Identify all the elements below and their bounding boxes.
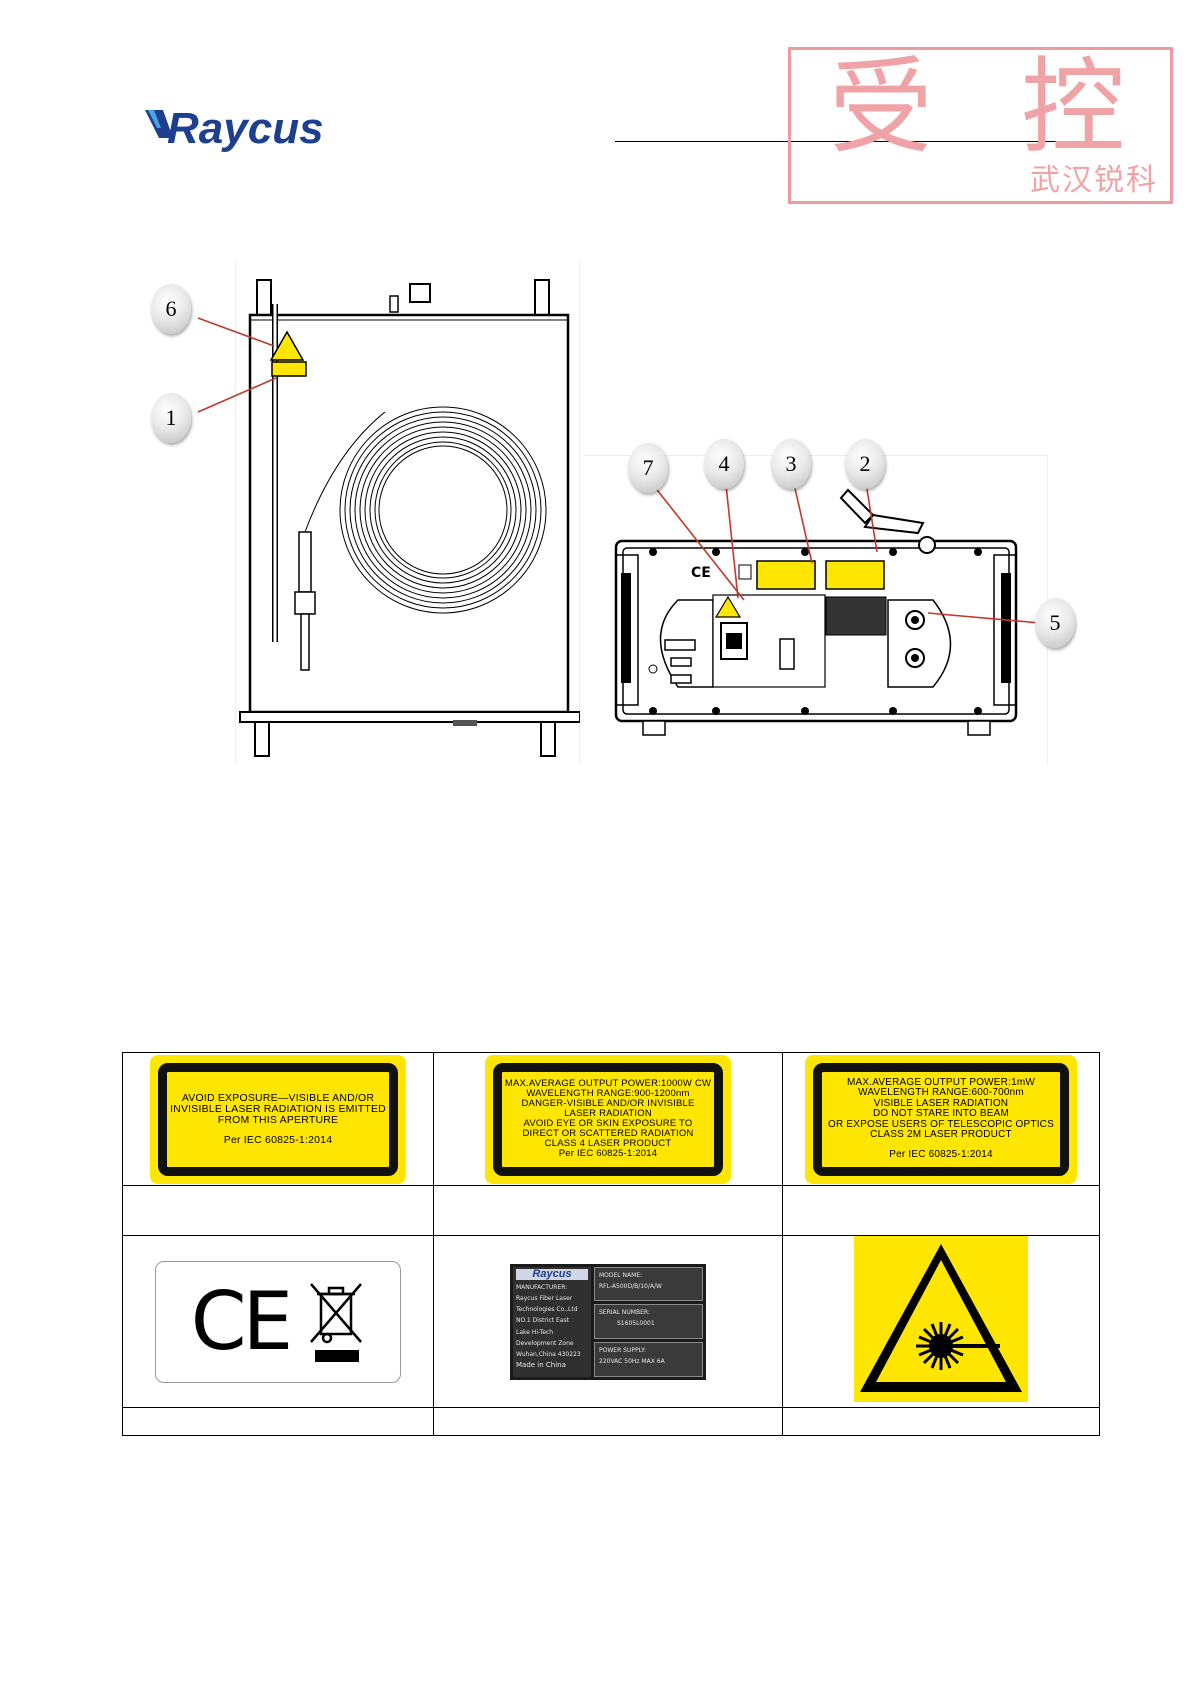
- serial-label: SERIAL NUMBER:: [599, 1309, 650, 1317]
- callout-6: 6: [151, 284, 191, 334]
- label-line: WAVELENGTH RANGE:600-700nm: [858, 1087, 1024, 1099]
- laser-top-view-drawing: [235, 262, 580, 764]
- nameplate-line: MANUFACTURER:: [516, 1283, 568, 1291]
- controlled-stamp: 受 控 武汉锐科: [788, 47, 1173, 204]
- label-line: LASER RADIATION: [564, 1108, 652, 1119]
- label-standard: Per IEC 60825-1:2014: [223, 1133, 333, 1146]
- label-line: FROM THIS APERTURE: [217, 1113, 339, 1126]
- label-line: WAVELENGTH RANGE:900-1200nm: [526, 1088, 690, 1099]
- caption-cell: [122, 1407, 434, 1436]
- caption-cell: [433, 1407, 783, 1436]
- power-label: POWER SUPPLY:: [599, 1346, 647, 1354]
- svg-text:CE: CE: [691, 565, 711, 581]
- header-rule: [615, 141, 1120, 142]
- nameplate-line: Made in China: [516, 1361, 566, 1370]
- laser-hazard-icon: [854, 1236, 1028, 1402]
- nameplate-line: Lake Hi-Tech: [516, 1328, 554, 1336]
- label-standard: Per IEC 60825-1:2014: [889, 1148, 993, 1160]
- callout-1: 1: [151, 393, 191, 443]
- label-line: MAX.AVERAGE OUTPUT POWER:1000W CW: [504, 1078, 712, 1089]
- laser-rear-panel-drawing: CE: [583, 455, 1048, 764]
- label-line: CLASS 2M LASER PRODUCT: [870, 1129, 1012, 1141]
- label-line: VISIBLE LASER RADIATION: [873, 1097, 1009, 1109]
- nameplate-line: NO.1 District East: [516, 1317, 570, 1325]
- nameplate-line: Development Zone: [516, 1339, 574, 1347]
- nameplate-line: Technologies Co.,Ltd: [516, 1306, 578, 1314]
- ce-weee-label: CE: [155, 1260, 401, 1383]
- label-line: CLASS 4 LASER PRODUCT: [544, 1138, 672, 1149]
- label-cell-class4: MAX.AVERAGE OUTPUT POWER:1000W CW WAVELE…: [433, 1052, 783, 1186]
- callout-4: 4: [704, 439, 744, 489]
- raycus-logo: Raycus: [145, 104, 324, 153]
- label-line: AVOID EXPOSURE—VISIBLE AND/OR: [181, 1091, 375, 1104]
- label-cell-laser-symbol: [782, 1235, 1100, 1408]
- callout-5: 5: [1035, 598, 1075, 648]
- label-line: INVISIBLE LASER RADIATION IS EMITTED: [170, 1102, 386, 1115]
- stamp-char-2: 控: [1021, 46, 1126, 168]
- nameplate-brand: Raycus: [516, 1268, 588, 1280]
- power-value: 220VAC 50Hz MAX 6A: [599, 1357, 665, 1365]
- callout-2: 2: [845, 439, 885, 489]
- serial-value: S1605L0001: [617, 1320, 655, 1328]
- stamp-subtitle: 武汉锐科: [1030, 163, 1158, 198]
- label-cell-aperture: AVOID EXPOSURE—VISIBLE AND/OR INVISIBLE …: [122, 1052, 434, 1186]
- model-value: RFL-A500D/B/10/A/W: [599, 1282, 662, 1290]
- warning-labels-table: AVOID EXPOSURE—VISIBLE AND/OR INVISIBLE …: [122, 1052, 1100, 1436]
- label-line: DO NOT STARE INTO BEAM: [872, 1108, 1010, 1120]
- caption-cell: [122, 1185, 434, 1236]
- weee-bin-icon: [310, 1282, 363, 1362]
- nameplate-line: Raycus Fiber Laser: [516, 1294, 573, 1302]
- ce-mark: CE: [190, 1274, 293, 1368]
- callout-3: 3: [771, 439, 811, 489]
- caption-cell: [782, 1185, 1100, 1236]
- product-nameplate: Raycus MANUFACTURER: Raycus Fiber Laser …: [510, 1263, 706, 1380]
- aperture-warning-label: AVOID EXPOSURE—VISIBLE AND/OR INVISIBLE …: [158, 1062, 398, 1176]
- label-cell-class2m: MAX.AVERAGE OUTPUT POWER:1mW WAVELENGTH …: [782, 1052, 1100, 1186]
- caption-cell: [433, 1185, 783, 1236]
- caption-cell: [782, 1407, 1100, 1436]
- label-standard: Per IEC 60825-1:2014: [558, 1148, 658, 1159]
- label-line: DIRECT OR SCATTERED RADIATION: [522, 1128, 694, 1139]
- logo-text: Raycus: [167, 104, 324, 153]
- label-cell-ce: CE: [122, 1235, 434, 1408]
- nameplate-line: Wuhan,China 430223: [516, 1350, 581, 1358]
- label-line: MAX.AVERAGE OUTPUT POWER:1mW: [846, 1076, 1036, 1088]
- callout-7: 7: [628, 443, 668, 493]
- class-2m-warning-label: MAX.AVERAGE OUTPUT POWER:1mW WAVELENGTH …: [813, 1062, 1069, 1176]
- label-line: OR EXPOSE USERS OF TELESCOPIC OPTICS: [828, 1118, 1054, 1130]
- label-cell-nameplate: Raycus MANUFACTURER: Raycus Fiber Laser …: [433, 1235, 783, 1408]
- stamp-char-1: 受: [829, 46, 934, 168]
- label-line: DANGER-VISIBLE AND/OR INVISIBLE: [521, 1098, 695, 1109]
- class-4-warning-label: MAX.AVERAGE OUTPUT POWER:1000W CW WAVELE…: [493, 1062, 723, 1176]
- label-line: AVOID EYE OR SKIN EXPOSURE TO: [523, 1118, 693, 1129]
- model-label: MODEL NAME:: [599, 1271, 643, 1279]
